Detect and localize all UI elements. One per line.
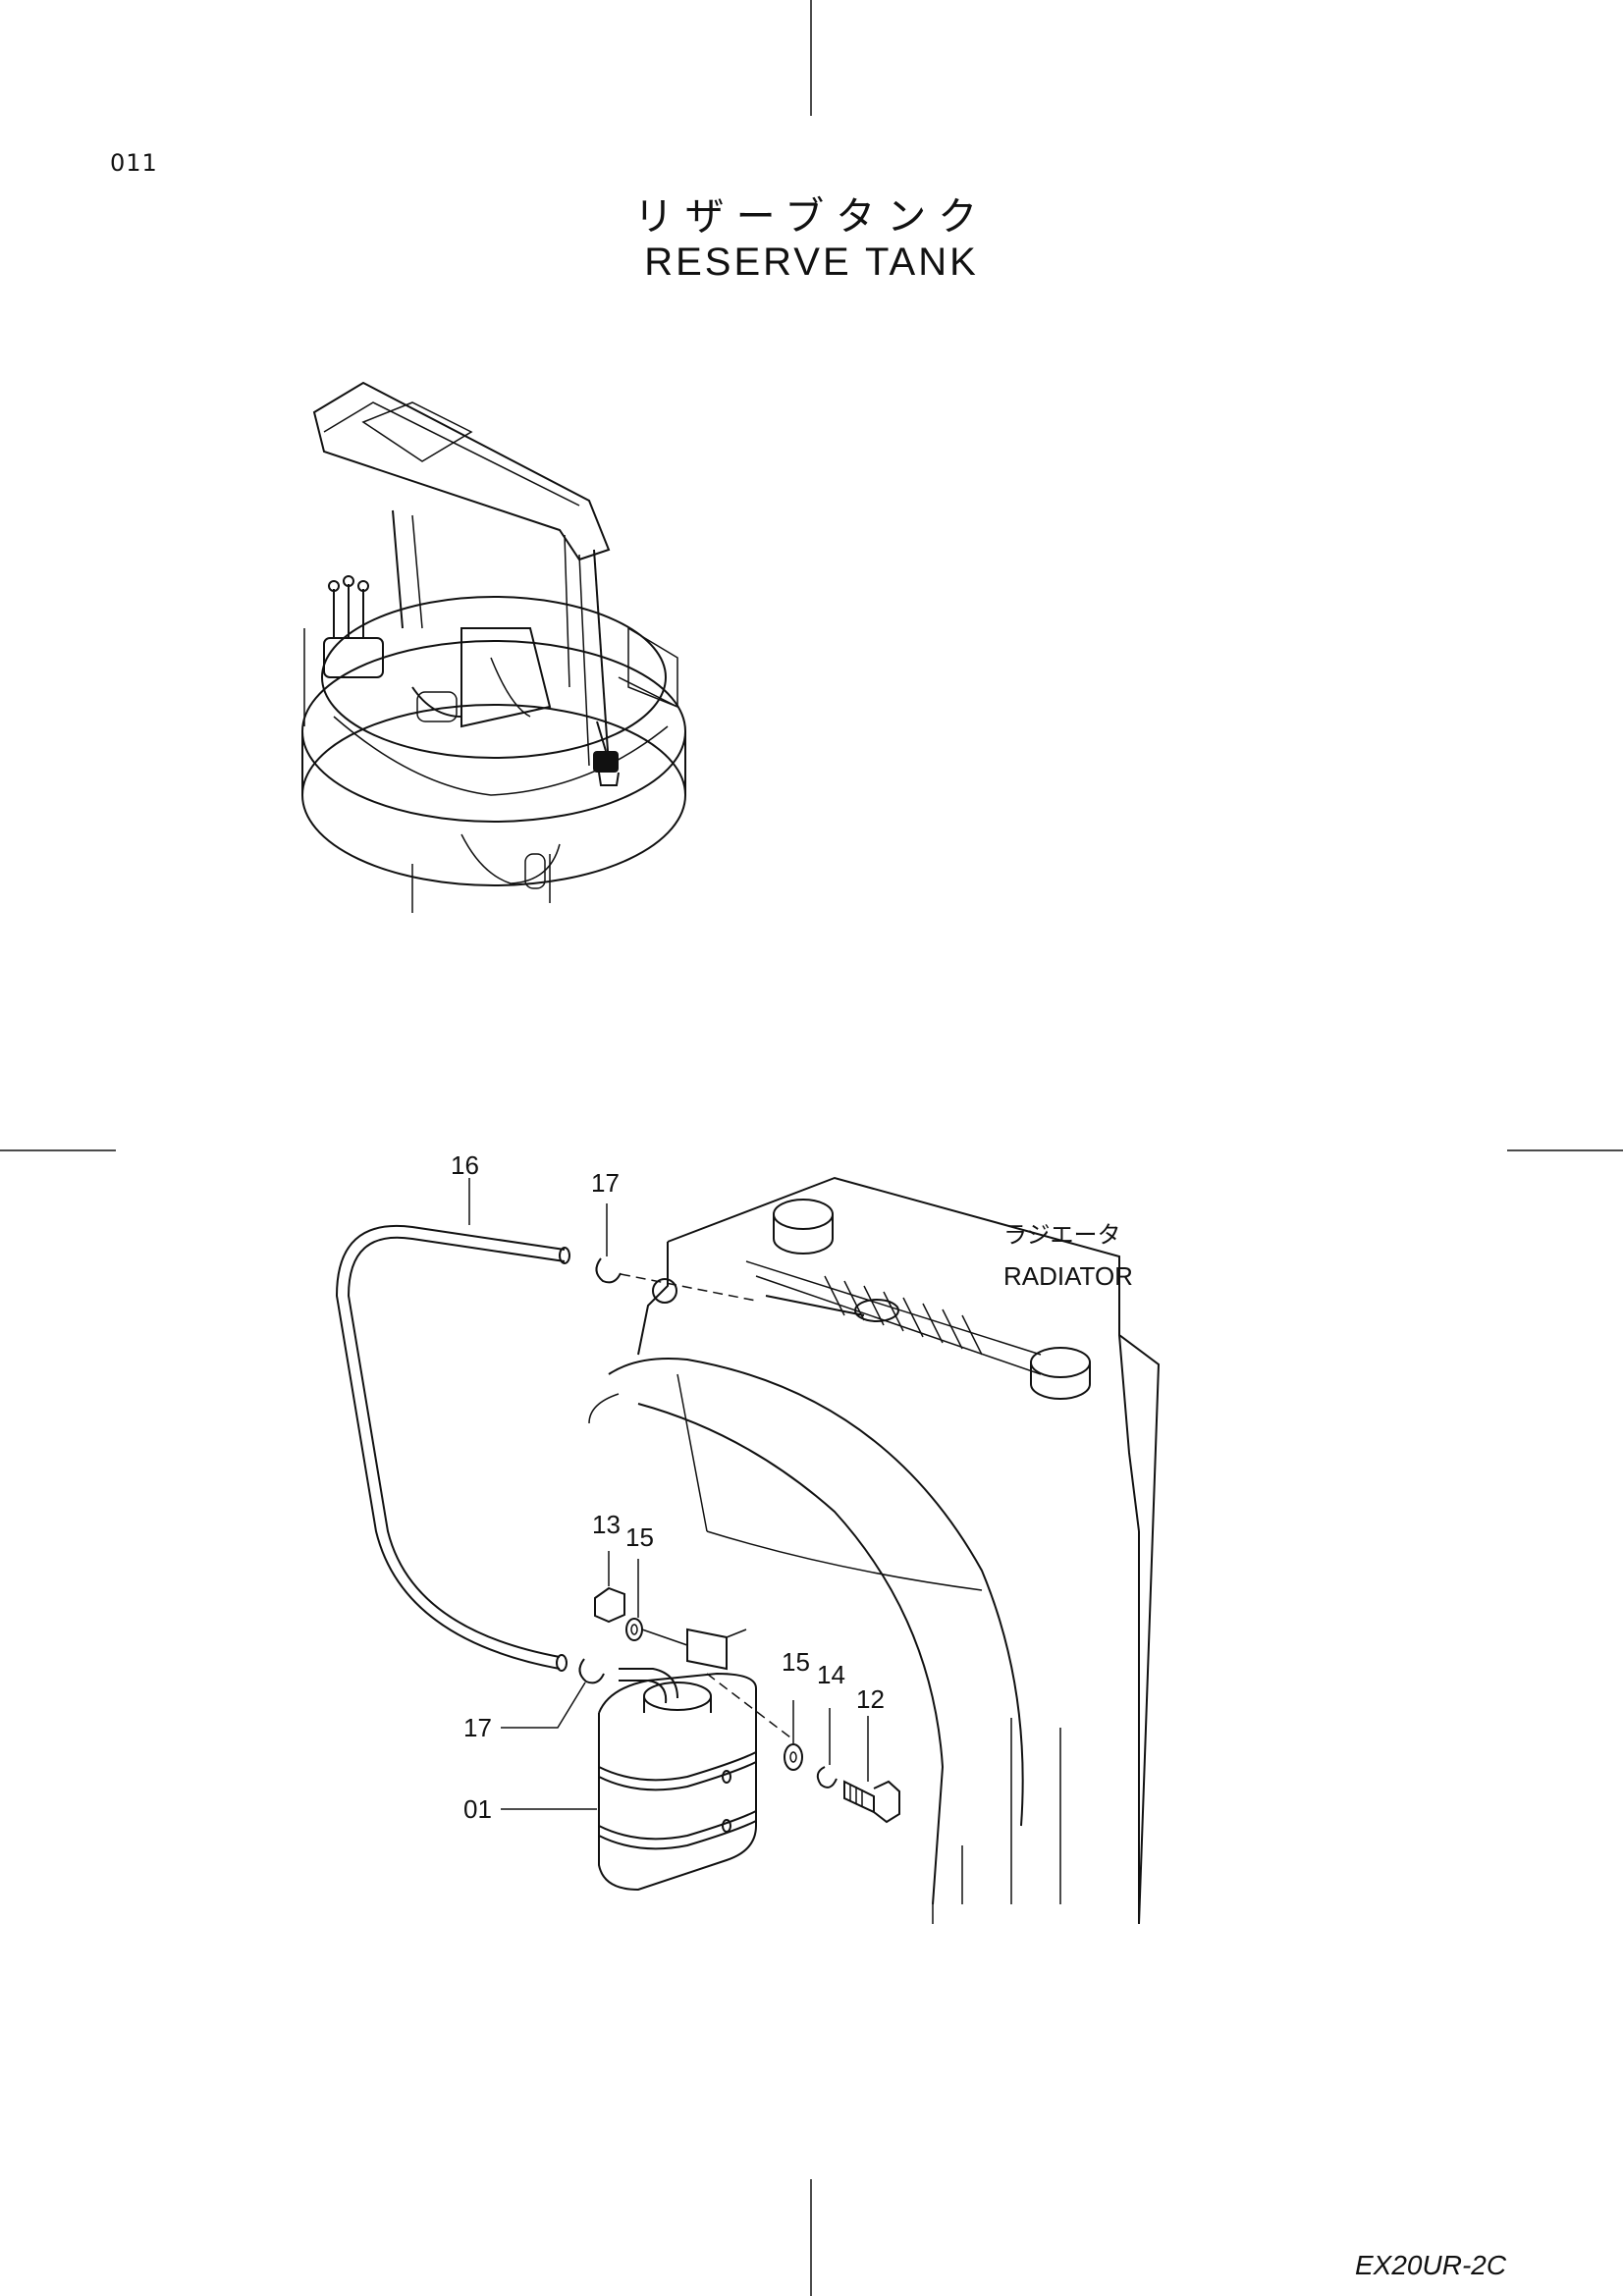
callout-16: 16 — [451, 1150, 479, 1180]
radiator-label-japanese: ラジエータ — [1003, 1221, 1121, 1249]
page-title-english: RESERVE TANK — [644, 240, 979, 284]
callout-15-upper: 15 — [625, 1522, 654, 1552]
callout-12: 12 — [856, 1684, 885, 1714]
callout-14: 14 — [817, 1660, 845, 1689]
callout-01: 01 — [463, 1794, 492, 1824]
callout-15-lower: 15 — [782, 1647, 810, 1677]
callout-17-top: 17 — [591, 1168, 620, 1198]
radiator-label-english: RADIATOR — [1003, 1261, 1133, 1291]
callout-17-bottom: 17 — [463, 1713, 492, 1742]
callout-13: 13 — [592, 1510, 621, 1539]
page-number: 011 — [110, 149, 158, 177]
page-title-japanese: リザーブタンク — [633, 194, 990, 240]
model-number: EX20UR-2C — [1355, 2250, 1507, 2280]
